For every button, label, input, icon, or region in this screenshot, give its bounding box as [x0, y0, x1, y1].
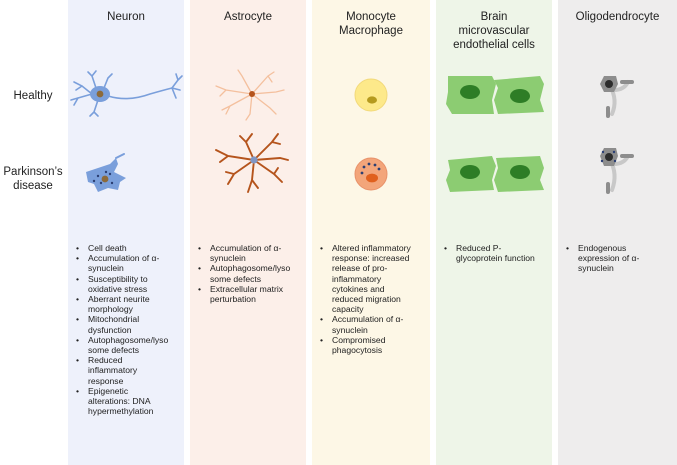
- list-item: Altered inflammatory response: increased…: [320, 243, 444, 314]
- monocyte-disease-icon: [354, 157, 388, 191]
- neuron-feature-list: Cell death Accumulation of α- synuclein …: [72, 243, 198, 416]
- list-item: Aberrant neurite morphology: [76, 294, 198, 314]
- astrocyte-feature-list: Accumulation of α- synuclein Autophagoso…: [194, 243, 320, 304]
- oligodendrocyte-feature-list: Endogenous expression of α- synuclein: [562, 243, 677, 274]
- list-item: Reduced inflammatory response: [76, 355, 198, 386]
- list-item: Cell death: [76, 243, 198, 253]
- list-item: Compromised phagocytosis: [320, 335, 444, 355]
- list-item: Reduced P- glycoprotein function: [444, 243, 566, 263]
- astrocyte-disease-icon: [215, 133, 289, 193]
- list-item: Extracellular matrix perturbation: [198, 284, 320, 304]
- column-title-oligodendrocyte: Oligodendrocyte: [575, 11, 660, 23]
- neuron-healthy-icon: [70, 70, 183, 117]
- list-item: Endogenous expression of α- synuclein: [566, 243, 677, 274]
- column-title-endothelial: Brain microvascular endothelial cells: [453, 11, 535, 51]
- column-title-neuron: Neuron: [107, 11, 145, 23]
- oligodendrocyte-healthy-icon: [600, 76, 634, 118]
- astrocyte-healthy-icon: [215, 69, 285, 121]
- endothelial-disease-icon: [446, 156, 544, 192]
- list-item: Accumulation of α- synuclein: [320, 314, 444, 334]
- column-astrocyte: [190, 0, 306, 465]
- column-title-monocyte: Monocyte Macrophage: [339, 11, 403, 37]
- endothelial-healthy-icon: [446, 76, 544, 114]
- list-item: Mitochondrial dysfunction: [76, 314, 198, 334]
- list-item: Accumulation of α- synuclein: [76, 253, 198, 273]
- column-oligodendrocyte: [558, 0, 677, 465]
- neuron-disease-icon: [86, 153, 126, 192]
- list-item: Autophagosome/lyso some defects: [76, 335, 198, 355]
- list-item: Epigenetic alterations: DNA hypermethyla…: [76, 386, 198, 417]
- column-title-astrocyte: Astrocyte: [224, 11, 272, 23]
- list-item: Accumulation of α- synuclein: [198, 243, 320, 263]
- endothelial-feature-list: Reduced P- glycoprotein function: [440, 243, 566, 263]
- column-monocyte: [312, 0, 430, 465]
- list-item: Susceptibility to oxidative stress: [76, 274, 198, 294]
- oligodendrocyte-disease-icon: [600, 148, 634, 194]
- row-label-healthy: Healthy: [13, 90, 53, 102]
- row-label-disease: Parkinson’s disease: [3, 166, 63, 192]
- list-item: Autophagosome/lyso some defects: [198, 263, 320, 283]
- monocyte-feature-list: Altered inflammatory response: increased…: [316, 243, 444, 355]
- monocyte-healthy-icon: [354, 78, 388, 112]
